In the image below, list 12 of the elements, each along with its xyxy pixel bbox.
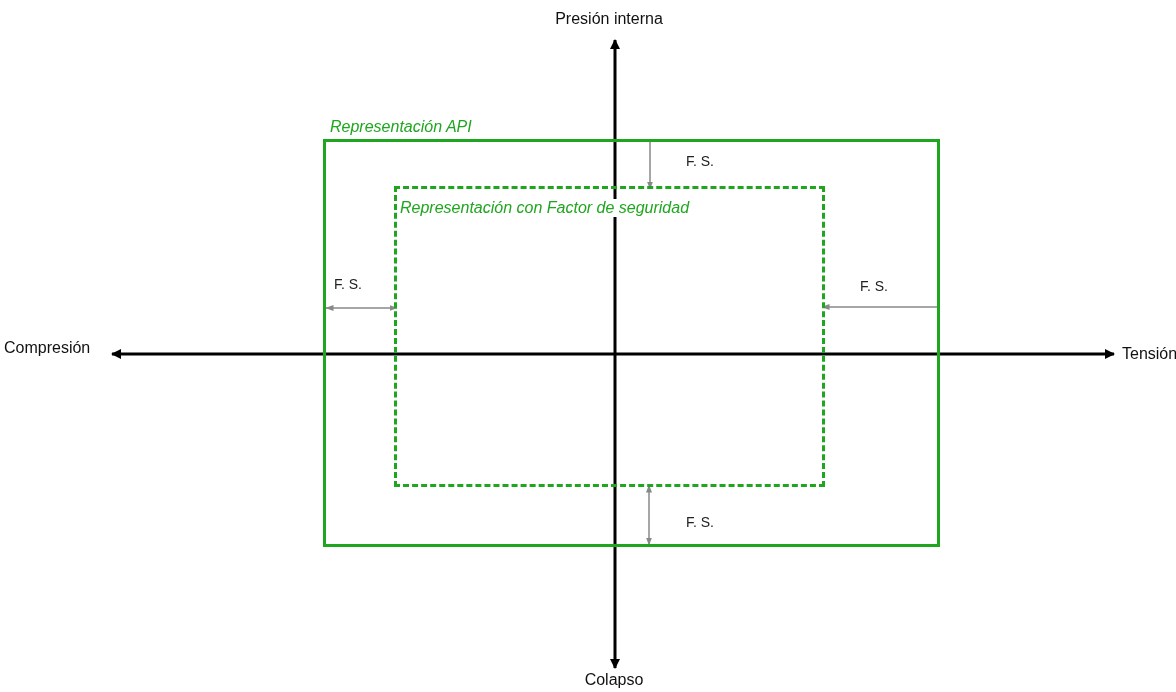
edge-label: F. S. (686, 513, 714, 531)
dashed-rectangle (394, 186, 825, 487)
axis-label: Compresión (4, 339, 91, 357)
axis-label: Colapso (584, 671, 644, 689)
rectangle-heading: Representación API (330, 118, 472, 136)
rectangle-heading: Representación con Factor de seguridad (400, 199, 690, 217)
edge-label: F. S. (334, 275, 362, 293)
edge-label: F. S. (686, 152, 714, 170)
axis-label: Presión interna (555, 10, 663, 28)
arrow (646, 484, 652, 546)
axis-label: Tensión (1122, 345, 1176, 363)
edge-label: F. S. (860, 277, 888, 295)
